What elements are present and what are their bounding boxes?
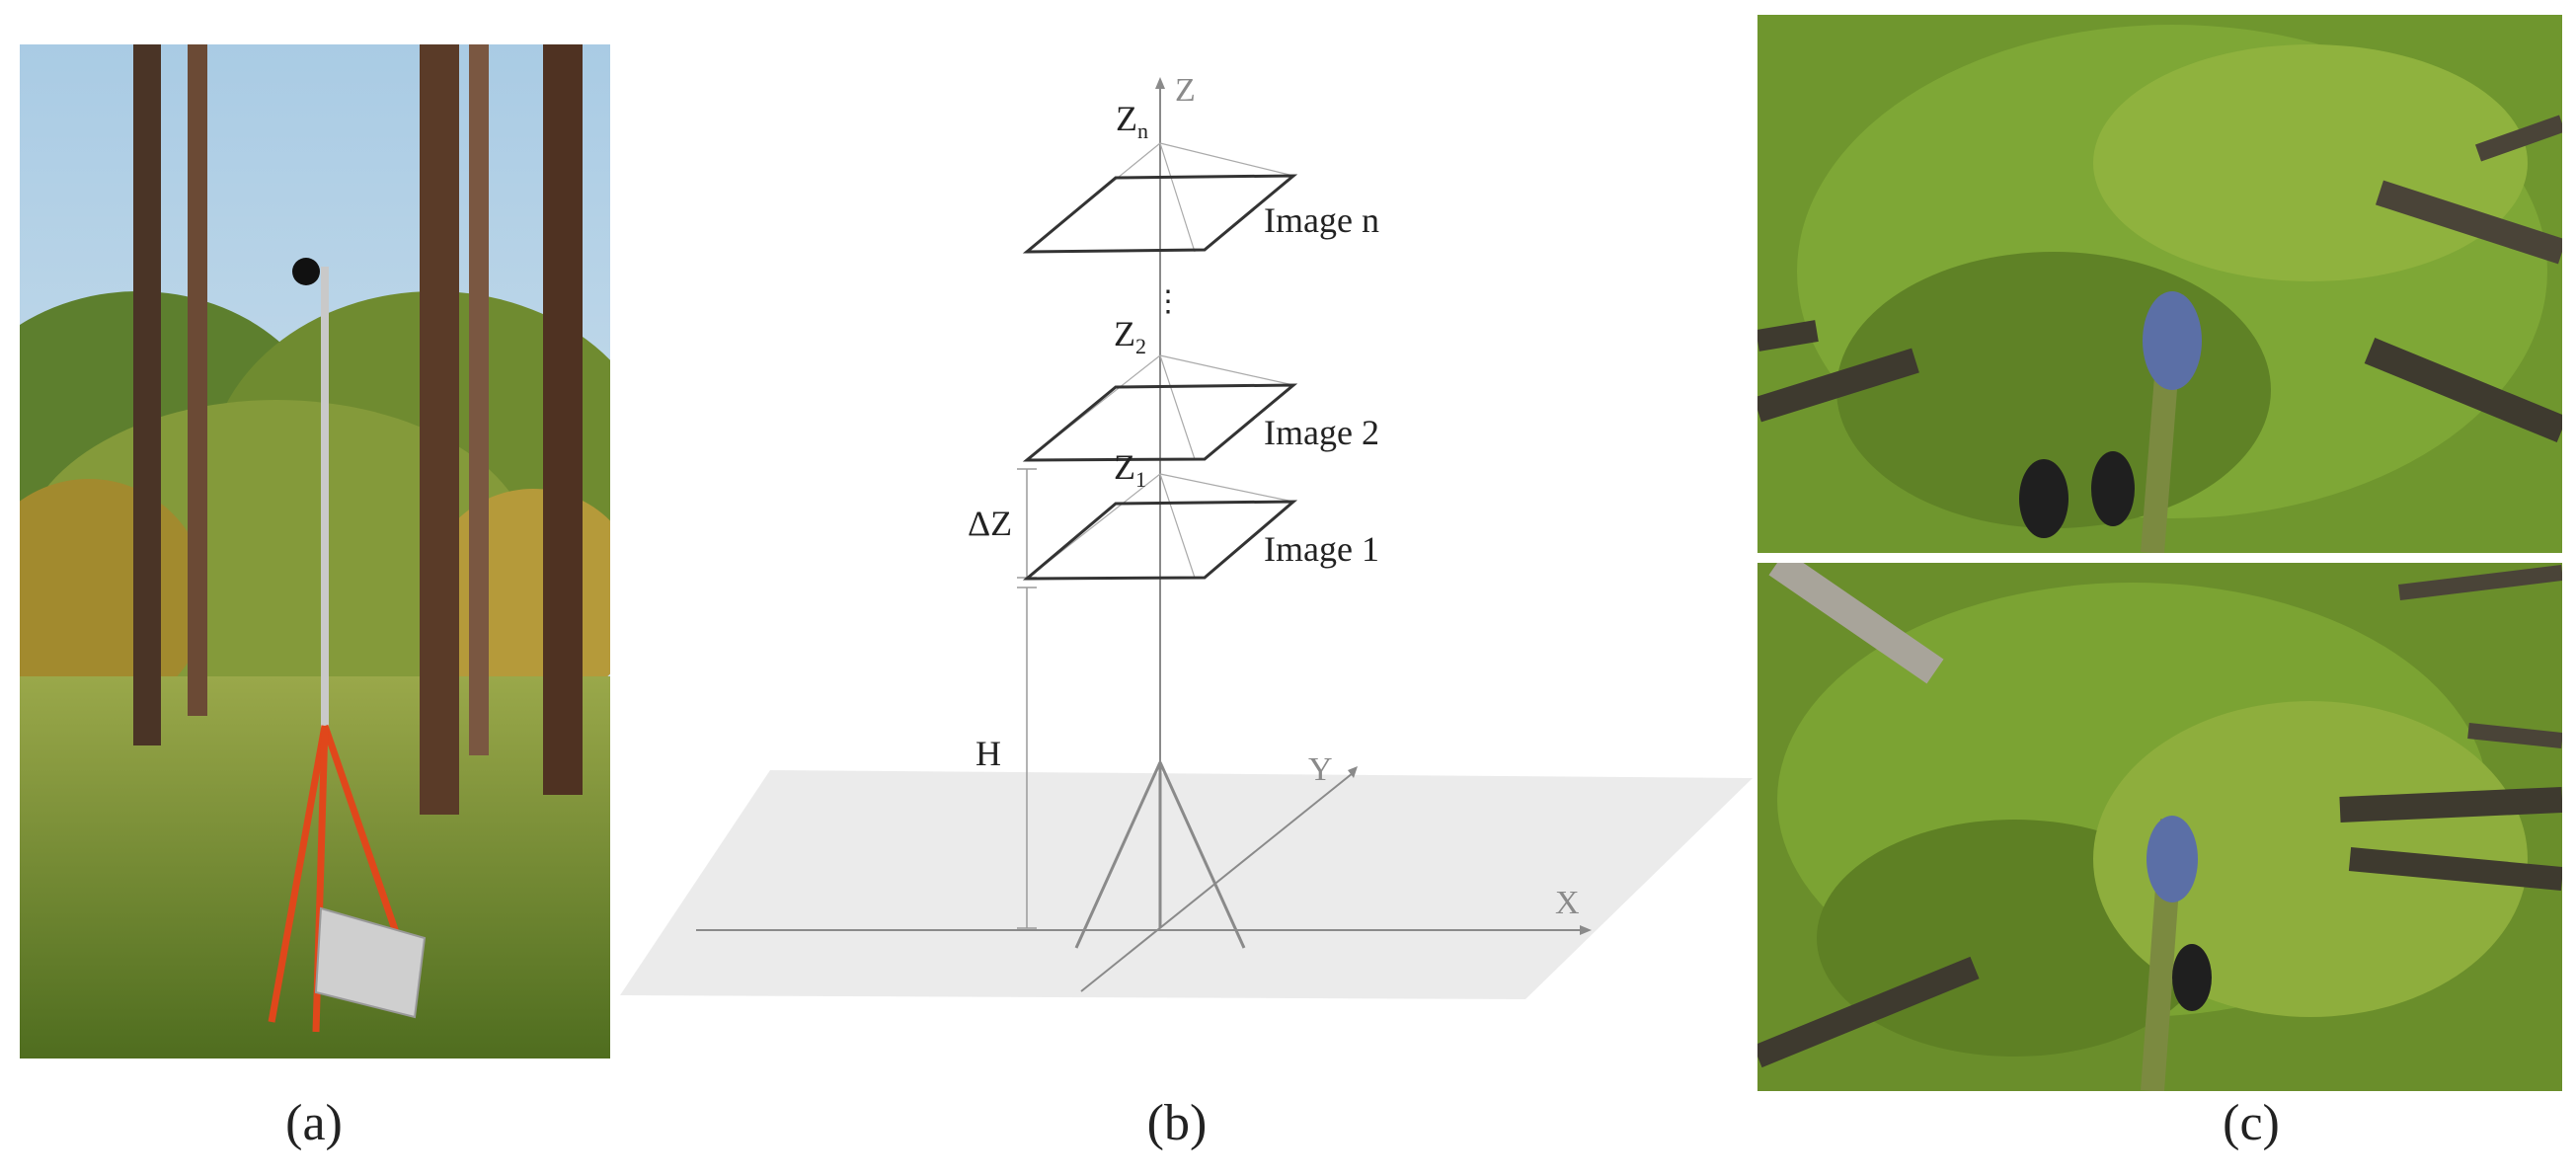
panel-b: Z Y X Zn ⋮ Z2 Z1 ΔZ H Image n Image 2 Im… [612, 59, 1757, 1047]
y-axis-label: Y [1308, 751, 1333, 788]
h-label: H [976, 734, 1001, 773]
delta-z-label: ΔZ [968, 504, 1012, 543]
image-n-label: Image n [1264, 200, 1379, 240]
image-plane-n [1022, 142, 1298, 254]
caption-b: (b) [1146, 1095, 1208, 1151]
image-2-label: Image 2 [1264, 413, 1379, 452]
panel-a [0, 44, 662, 1058]
upward-image-bottom [1757, 563, 2562, 1091]
image-plane-2 [1022, 354, 1298, 462]
zn-label: Zn [1116, 99, 1148, 143]
x-axis-label: X [1555, 885, 1580, 921]
caption-c: (c) [2223, 1095, 2280, 1151]
z-axis-label: Z [1175, 72, 1196, 109]
z1-label: Z1 [1114, 447, 1146, 492]
panel-c [1757, 15, 2562, 1091]
image-plane-1 [1022, 473, 1298, 581]
ground-plane [620, 770, 1753, 999]
camera-height-diagram: Z Y X Zn ⋮ Z2 Z1 ΔZ H Image n Image 2 Im… [620, 72, 1753, 999]
caption-a: (a) [285, 1095, 343, 1151]
image-1-label: Image 1 [1264, 529, 1379, 569]
field-photo [0, 44, 662, 1058]
ellipsis-mark: ⋮ [1153, 285, 1183, 318]
z2-label: Z2 [1114, 314, 1146, 358]
upward-image-top [1757, 15, 2562, 553]
